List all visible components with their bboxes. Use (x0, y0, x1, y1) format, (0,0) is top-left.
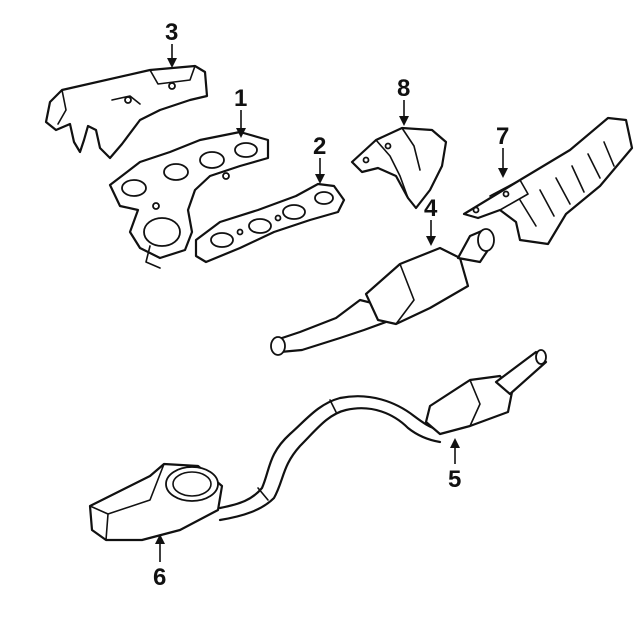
callout-label-4: 4 (424, 195, 438, 222)
callout-label-8: 8 (397, 75, 410, 102)
part-1-exhaust-manifold (108, 130, 270, 269)
callout-3: 3 (165, 19, 178, 68)
callout-4: 4 (424, 195, 438, 246)
intermediate-pipe (218, 395, 442, 522)
callout-5: 5 (448, 438, 461, 493)
part-3-heat-shield (44, 64, 209, 160)
callout-7: 7 (496, 123, 509, 178)
part-5-resonator (424, 349, 548, 436)
part-6-rear-muffler (88, 462, 224, 542)
callout-label-5: 5 (448, 466, 461, 493)
callout-1: 1 (234, 85, 247, 138)
callout-8: 8 (397, 75, 410, 126)
callout-label-6: 6 (153, 564, 166, 591)
part-2-manifold-gasket (194, 182, 346, 264)
callout-label-7: 7 (496, 123, 509, 150)
callout-label-3: 3 (165, 19, 178, 46)
callout-label-2: 2 (313, 133, 326, 160)
part-8-heat-shield (350, 126, 448, 210)
callout-2: 2 (313, 133, 326, 184)
part-4-catalytic-converter (270, 228, 495, 356)
callout-label-1: 1 (234, 85, 247, 112)
callout-6: 6 (153, 534, 166, 591)
part-7-converter-heat-shield (462, 116, 634, 246)
